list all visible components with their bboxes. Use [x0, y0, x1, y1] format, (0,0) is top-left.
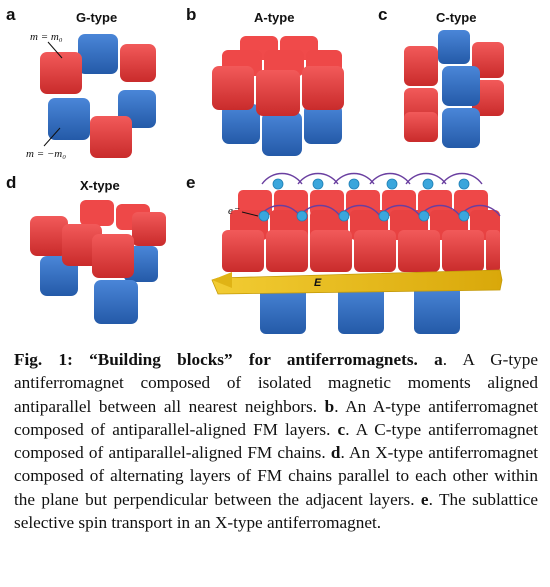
panel-c-label: c [378, 5, 387, 24]
figure-illustration: a G-type m = m₀ m = −m₀ b A-type [6, 5, 504, 334]
caption-label-a: a [434, 350, 443, 369]
electron-label: e⁻ [228, 205, 240, 217]
panel-c-title: C-type [436, 10, 476, 25]
moment-down-pointer [43, 127, 61, 147]
moment-down-label: m = −m₀ [26, 148, 66, 160]
caption-text-b: . An A-type antiferromagnet composed of … [14, 396, 538, 439]
panel-b: b A-type [186, 5, 344, 156]
panel-a: a G-type m = m₀ m = −m₀ [6, 5, 156, 160]
caption-text-d: . An X-type antiferromagnet composed of … [14, 443, 538, 509]
panel-c: c C-type [378, 5, 504, 148]
g-type-cubes [40, 34, 156, 158]
caption-fig-title: Fig. 1: “Building blocks” for antiferrom… [14, 350, 414, 369]
field-label: E [314, 277, 322, 289]
caption-text-a: . A G-type antiferromagnet composed of i… [14, 350, 538, 416]
panel-a-title: G-type [76, 10, 117, 25]
electron-pointer [241, 211, 259, 217]
spin-electrons [258, 178, 470, 222]
a-type-blue-layer [222, 104, 342, 156]
e-red-chain-front [222, 230, 500, 272]
panel-a-label: a [6, 5, 16, 24]
x-type-red-chains [30, 200, 166, 278]
c-type-chains [404, 30, 504, 148]
figure-caption: Fig. 1: “Building blocks” for antiferrom… [14, 350, 538, 533]
caption-text-c: . A C-type antiferromagnet composed of a… [14, 419, 538, 463]
caption-label-e: e [420, 489, 429, 509]
panel-e: e [186, 172, 503, 334]
electric-field-arrowhead [212, 272, 232, 288]
panel-e-label: e [186, 173, 195, 192]
panel-d: d X-type [6, 173, 166, 324]
moment-up-label: m = m₀ [30, 31, 63, 43]
panel-d-title: X-type [80, 178, 120, 193]
electric-field-arrow [211, 269, 503, 295]
caption-text-e: . The sublattice selective spin transpor… [14, 489, 538, 533]
caption-label-c: c [337, 419, 346, 439]
moment-up-pointer [47, 41, 63, 59]
panel-b-label: b [186, 5, 196, 24]
caption-label-d: d [330, 443, 341, 463]
caption-label-b: b [324, 396, 335, 416]
a-type-red-layer [212, 36, 344, 116]
panel-b-title: A-type [254, 10, 294, 25]
panel-d-label: d [6, 173, 16, 192]
e-bottom-blue-chains [260, 286, 460, 334]
